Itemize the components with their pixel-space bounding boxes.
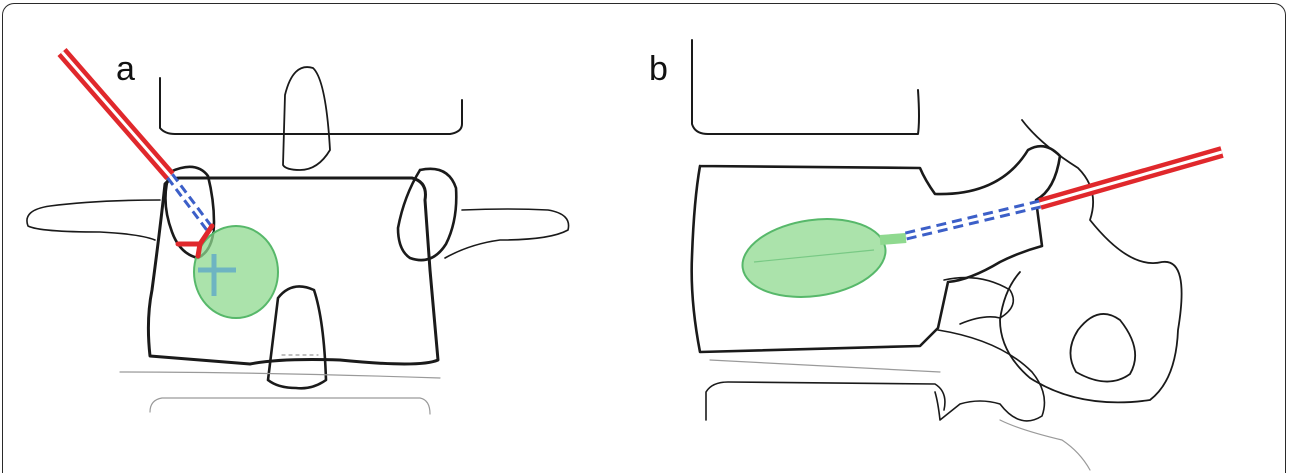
balloon-neck-b [880, 238, 906, 240]
panel-b-drawing [692, 40, 1222, 470]
lamina-b [1070, 314, 1135, 382]
posterior-elements-b [1000, 120, 1182, 402]
panel-label-b: b [649, 52, 668, 86]
lower-posterior-line-b [1000, 420, 1090, 470]
cannula-b [1040, 152, 1222, 204]
needle-a [170, 176, 212, 232]
balloon-b [737, 210, 890, 305]
right-transverse-process [445, 209, 569, 258]
panel-label-a: a [116, 52, 135, 86]
upper-vertebra-outline [160, 78, 462, 134]
lower-vertebra-outline [150, 398, 430, 414]
panel-a-drawing [27, 52, 569, 414]
lower-endplate-line [120, 372, 440, 378]
needle-b [906, 204, 1040, 236]
lower-vertebra-outline-b [706, 382, 945, 420]
facet-joint-b [944, 278, 1013, 324]
lower-endplate-line-b [710, 360, 940, 372]
upper-vertebra-outline-b [692, 40, 919, 134]
upper-spinous-process [283, 67, 330, 170]
left-transverse-process [27, 200, 160, 240]
